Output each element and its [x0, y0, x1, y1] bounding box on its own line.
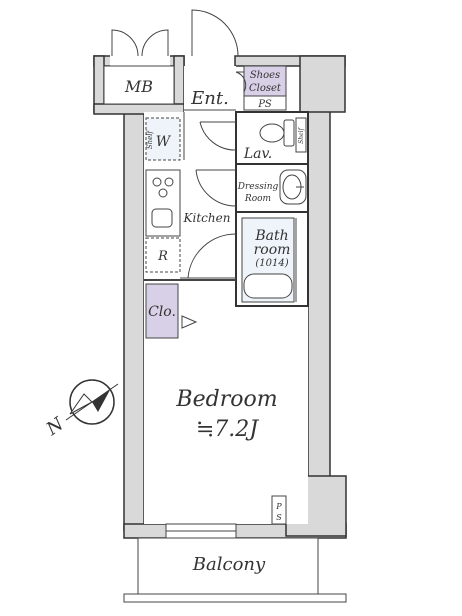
lavatory-label: Lav. [243, 146, 272, 162]
toilet-icon [259, 119, 295, 147]
mb-label: MB [124, 77, 153, 96]
shoes-closet-label-2: Closet [249, 83, 282, 94]
shoes-closet-label-1: Shoes [250, 70, 280, 81]
ps-bottom-label-1: P [275, 502, 282, 511]
compass-north-label: N [42, 413, 69, 441]
ps-bottom-label-2: S [276, 513, 282, 522]
shelf-right [295, 117, 307, 153]
washer-space[interactable] [145, 117, 181, 161]
balcony-window[interactable] [165, 523, 237, 539]
refrigerator-space [145, 237, 181, 273]
entrance-door[interactable] [191, 9, 239, 57]
washer-label: W [156, 134, 172, 150]
shelf-left-label: Shelf [146, 129, 154, 149]
closet-label: Clo. [148, 304, 176, 320]
shoes-closet-door [235, 71, 247, 93]
bath-size-label: (1014) [255, 258, 288, 269]
dressing-door[interactable] [195, 169, 237, 207]
balcony [137, 537, 319, 595]
mb-area [103, 65, 175, 105]
ps-top-label: PS [257, 99, 272, 110]
lavatory-door[interactable] [199, 121, 237, 151]
closet-door-marker [181, 315, 198, 329]
closet[interactable] [145, 283, 179, 339]
dressing-label-2: Room [244, 194, 271, 204]
bedroom-label: Bedroom [175, 387, 277, 412]
bath-label-2: room [254, 242, 291, 258]
kitchen-label: Kitchen [183, 211, 231, 225]
sink-icon [279, 169, 307, 205]
ps-bottom-box [271, 495, 287, 525]
mb-double-door [111, 29, 169, 57]
ps-top-box [243, 95, 287, 111]
bedroom-size-label: ≒7.2J [196, 417, 259, 442]
dressing-label-1: Dressing [237, 182, 279, 192]
shelf-right-label: Shelf [298, 126, 305, 143]
entrance-label: Ent. [190, 88, 229, 109]
bathtub-icon [243, 273, 293, 299]
stove-icon [151, 177, 174, 228]
kitchen-counter [145, 169, 181, 237]
bath-label-1: Bath [254, 228, 288, 244]
top-door-openings [110, 55, 234, 67]
balcony-label: Balcony [192, 554, 266, 575]
refrigerator-label: R [157, 249, 168, 264]
north-arrow-icon: N [42, 379, 119, 441]
entrance-floor [184, 66, 236, 112]
balcony-rail [123, 593, 347, 603]
